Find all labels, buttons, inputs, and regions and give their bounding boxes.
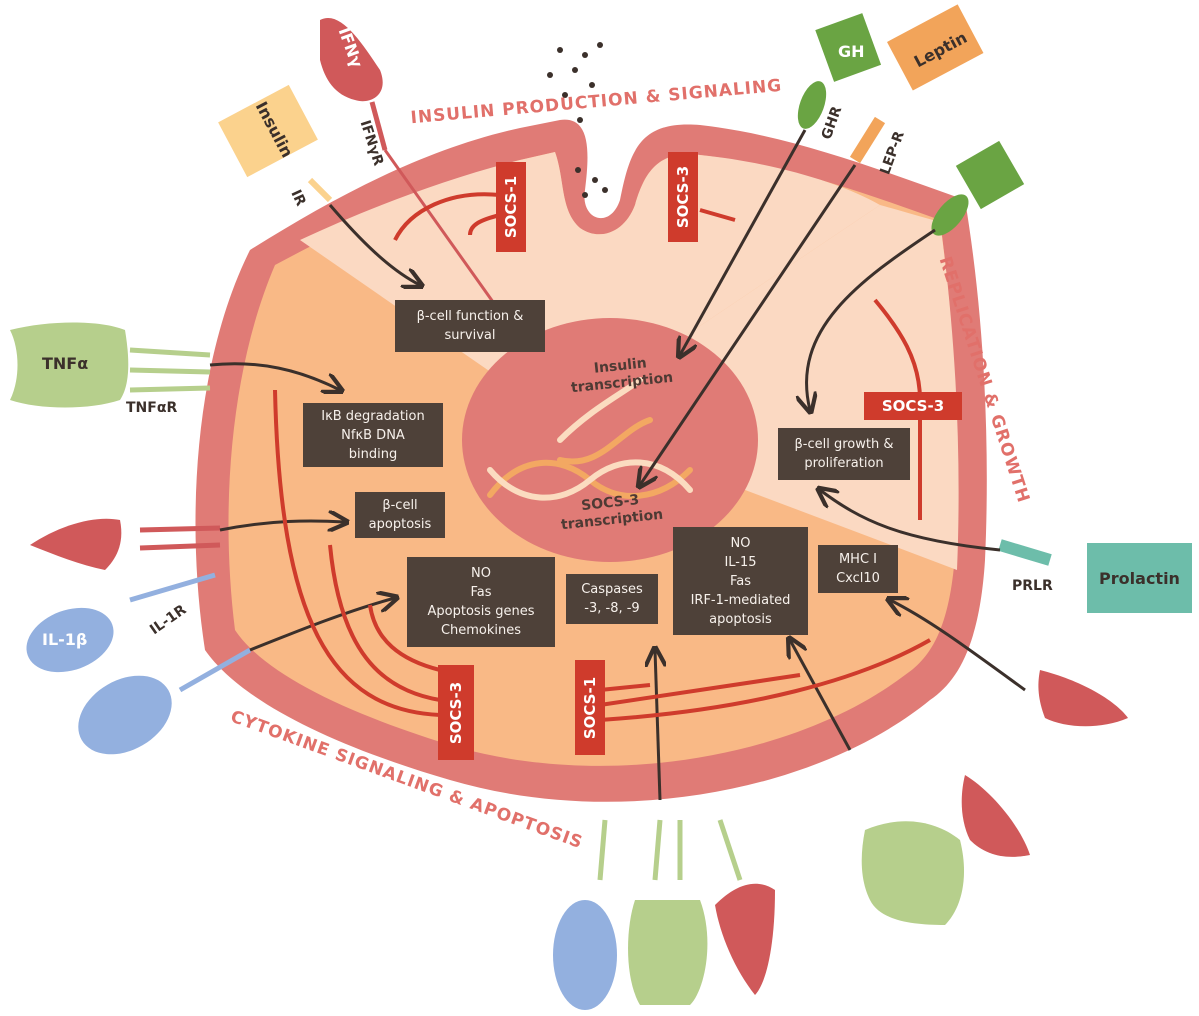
left-red-receptor-shape bbox=[139, 525, 221, 551]
blue-signal-line bbox=[249, 598, 395, 652]
ghr-shape bbox=[797, 81, 827, 129]
ir-shape bbox=[307, 177, 333, 203]
lepr-shape bbox=[849, 116, 886, 164]
beta-cell-growth-box: β-cell growth &proliferation bbox=[778, 428, 910, 480]
growth-signal-line bbox=[807, 228, 936, 410]
il1r-shape bbox=[129, 572, 216, 603]
br-signal-line-2 bbox=[790, 640, 852, 751]
tnfa-signal-line bbox=[209, 362, 340, 390]
bottom-green-ligand-shape bbox=[628, 900, 708, 1005]
prolactin-signal-line bbox=[820, 490, 1001, 552]
socs3-top-label: SOCS-3 bbox=[668, 152, 698, 242]
dna-helix bbox=[487, 377, 693, 501]
blue-receptor-lower-shape bbox=[178, 647, 252, 693]
gh-ligand-shape bbox=[815, 13, 882, 82]
bottom-receptors bbox=[597, 819, 743, 881]
bottom-blue-ligand-shape bbox=[553, 900, 617, 1010]
beta-cell-function-box: β-cell function &survival bbox=[395, 300, 545, 352]
prolactin-label: Prolactin bbox=[1099, 568, 1180, 588]
gh-label: GH bbox=[838, 42, 865, 61]
tnfar-shape bbox=[129, 347, 211, 393]
bottom-signal-trunk bbox=[655, 650, 660, 801]
socs1-bottom-label: SOCS-1 bbox=[575, 660, 605, 755]
left-red-ligand-shape bbox=[30, 518, 122, 570]
socs3-right-label: SOCS-3 bbox=[864, 392, 962, 420]
prlr-label: PRLR bbox=[1012, 578, 1053, 594]
ifngr-shape bbox=[369, 101, 388, 151]
br-green-ligand-shape bbox=[861, 821, 965, 925]
il1b-label: IL-1β bbox=[42, 630, 88, 649]
prolactin-box: Prolactin bbox=[1087, 543, 1192, 613]
il1b-ligand-shape bbox=[26, 607, 114, 673]
socs1-top-label: SOCS-1 bbox=[496, 162, 526, 252]
blue-ligand-lower-shape bbox=[78, 675, 172, 755]
growth-ligand-shape bbox=[955, 140, 1025, 210]
insulin-granules bbox=[547, 42, 608, 198]
bottom-red-ligand-shape bbox=[715, 883, 775, 995]
ifng-ligand-shape bbox=[320, 18, 383, 102]
leptin-ligand-shape bbox=[887, 4, 984, 91]
tnfar-label: TNFαR bbox=[126, 400, 178, 416]
br-red-ligand-1-shape bbox=[1038, 670, 1128, 727]
caspases-box: Caspases-3, -8, -9 bbox=[566, 574, 658, 624]
growth-receptor-shape bbox=[931, 194, 969, 236]
nucleus bbox=[462, 318, 758, 562]
br-signal-line-1 bbox=[890, 600, 1026, 692]
tnfa-ligand-shape bbox=[10, 322, 129, 408]
prlr-shape bbox=[998, 539, 1052, 566]
leptin-signal-line bbox=[640, 164, 857, 485]
socs3-bottom-label: SOCS-3 bbox=[438, 665, 474, 760]
br-red-ligand-2-shape bbox=[961, 775, 1030, 857]
tnfa-label: TNFα bbox=[42, 354, 89, 373]
insulin-ligand-shape bbox=[218, 84, 318, 178]
gh-signal-line bbox=[680, 129, 807, 355]
left-red-signal-line bbox=[219, 521, 345, 530]
insulin-signal-line bbox=[328, 204, 420, 285]
